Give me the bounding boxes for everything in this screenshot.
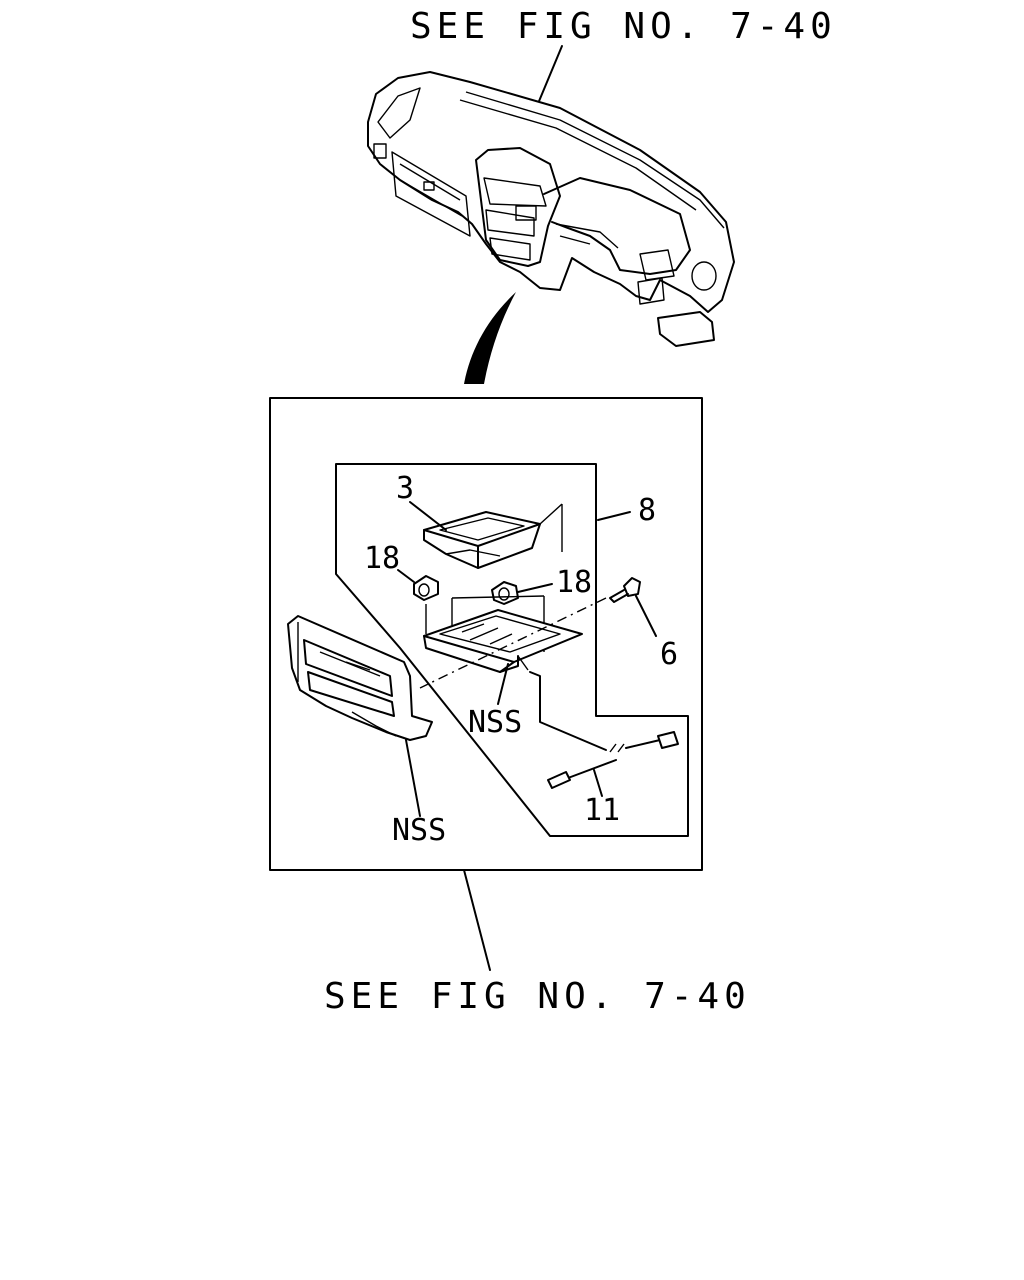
part-3-tray — [423, 503, 563, 569]
callout-3: 3 — [396, 471, 414, 506]
callout-11: 11 — [584, 793, 620, 828]
callout-18-right: 18 — [556, 565, 592, 600]
leader-18-right — [517, 583, 553, 593]
bottom-reference-leader — [463, 869, 491, 971]
callout-nss-bracket: NSS — [468, 705, 522, 740]
nss-bracket — [423, 609, 583, 673]
guide-line — [451, 595, 545, 599]
leader-18-left — [397, 569, 415, 583]
dashboard-overview — [367, 71, 735, 347]
callout-6: 6 — [660, 637, 678, 672]
view-pointer — [464, 292, 516, 384]
nss-bezel — [287, 615, 433, 741]
callout-8: 8 — [638, 493, 656, 528]
leader-11 — [593, 769, 603, 797]
part-18-clip-left — [413, 575, 439, 601]
bottom-reference-label: SEE FIG NO. 7-40 — [324, 976, 751, 1017]
screw-axis-line — [419, 597, 607, 689]
top-reference-label: SEE FIG NO. 7-40 — [410, 6, 837, 47]
part-18-clip-right — [491, 581, 519, 605]
leader-3 — [409, 501, 447, 531]
leader-8 — [597, 511, 631, 521]
callout-18-left: 18 — [364, 541, 400, 576]
leader-nss-bezel — [405, 739, 421, 817]
detail-frame — [269, 397, 703, 871]
part-6-screw — [609, 577, 641, 603]
leader-nss-bracket — [497, 663, 509, 705]
part-11-cable — [529, 671, 679, 789]
callout-nss-bezel: NSS — [392, 813, 446, 848]
leader-6 — [635, 595, 657, 637]
assembly-outline — [335, 463, 689, 837]
